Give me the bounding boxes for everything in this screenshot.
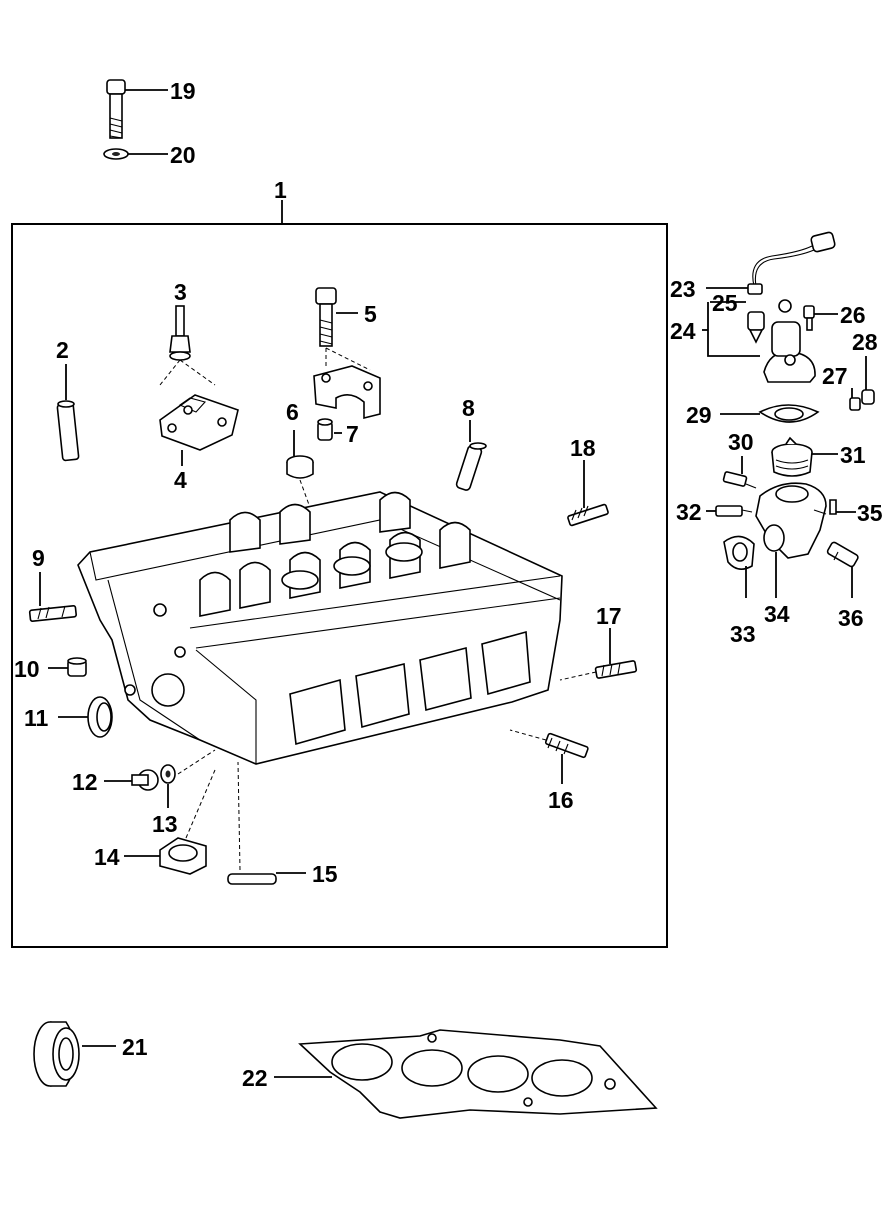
part-22-head-gasket (298, 1029, 658, 1119)
callout-27: 27 (822, 363, 848, 389)
part-7-dowel (317, 418, 333, 441)
part-35-clip (829, 499, 837, 515)
assembly-frame (11, 223, 668, 948)
callout-16: 16 (548, 787, 574, 813)
part-4-bracket (159, 394, 239, 451)
part-28-nut (861, 389, 875, 405)
callout-15: 15 (312, 861, 338, 887)
part-6-plug (286, 455, 321, 536)
part-8-guide (455, 442, 487, 491)
part-3-bolt (169, 305, 191, 361)
part-33-gasket (723, 535, 755, 570)
part-16-stud (544, 732, 589, 759)
part-17-stud (594, 660, 638, 679)
callout-36: 36 (838, 605, 864, 631)
callout-19: 19 (170, 78, 196, 104)
intake-ports (289, 630, 531, 746)
part-30-sender (722, 471, 757, 489)
callout-11: 11 (24, 705, 49, 731)
part-26-bolt (803, 305, 815, 331)
callout-35: 35 (857, 500, 883, 526)
callout-7: 7 (346, 421, 359, 447)
part-10-plug (67, 657, 87, 677)
part-32-sender (715, 505, 753, 517)
callout-31: 31 (840, 442, 866, 468)
part-20-washer (103, 148, 129, 160)
callout-14: 14 (94, 844, 120, 870)
part-19-bolt (106, 79, 126, 139)
part-11-seal (87, 696, 113, 738)
part-27-nut (849, 397, 861, 411)
callout-29: 29 (686, 402, 712, 428)
callout-18: 18 (570, 435, 596, 461)
callout-33: 33 (730, 621, 756, 647)
part-5-bolt (315, 287, 337, 347)
callout-34: 34 (764, 601, 790, 627)
part-18-stud (567, 503, 609, 527)
part-29-gasket (758, 404, 820, 423)
part-21-seal (33, 1021, 80, 1087)
part-13-washer (160, 764, 176, 784)
part-2-sleeve (56, 400, 80, 462)
callout-3: 3 (174, 279, 187, 305)
part-34-water-housing (755, 482, 827, 559)
callout-1: 1 (274, 177, 287, 203)
callout-21: 21 (122, 1034, 148, 1060)
callout-13: 13 (152, 811, 178, 837)
part-14-seal (159, 837, 207, 875)
callout-8: 8 (462, 395, 475, 421)
callout-12: 12 (72, 769, 98, 795)
callout-10: 10 (14, 656, 40, 682)
callout-4: 4 (174, 467, 187, 493)
callout-26: 26 (840, 302, 866, 328)
cylinder-head-body (77, 491, 563, 765)
part-15-pin (227, 873, 277, 885)
part-9-stud (28, 605, 77, 622)
callout-25: 25 (712, 290, 738, 316)
callout-17: 17 (596, 603, 622, 629)
callout-5: 5 (364, 301, 377, 327)
callout-20: 20 (170, 142, 196, 168)
part-23-sensor (747, 231, 836, 295)
callout-labels: 1 2 3 4 5 6 7 8 9 10 11 12 13 14 15 16 1… (14, 78, 883, 1091)
callout-22: 22 (242, 1065, 268, 1091)
callout-9: 9 (32, 545, 45, 571)
part-5-bearing-cap (313, 365, 381, 420)
callout-30: 30 (728, 429, 754, 455)
callout-28: 28 (852, 329, 878, 355)
part-12-bolt (131, 769, 159, 791)
part-31-thermostat (771, 436, 813, 477)
part-25-sensor (747, 299, 792, 344)
callout-23: 23 (670, 276, 696, 302)
callout-32: 32 (676, 499, 702, 525)
callout-24: 24 (670, 318, 696, 344)
callout-6: 6 (286, 399, 299, 425)
part-24-housing (763, 321, 816, 383)
callout-2: 2 (56, 337, 69, 363)
part-36-sender (826, 541, 859, 568)
